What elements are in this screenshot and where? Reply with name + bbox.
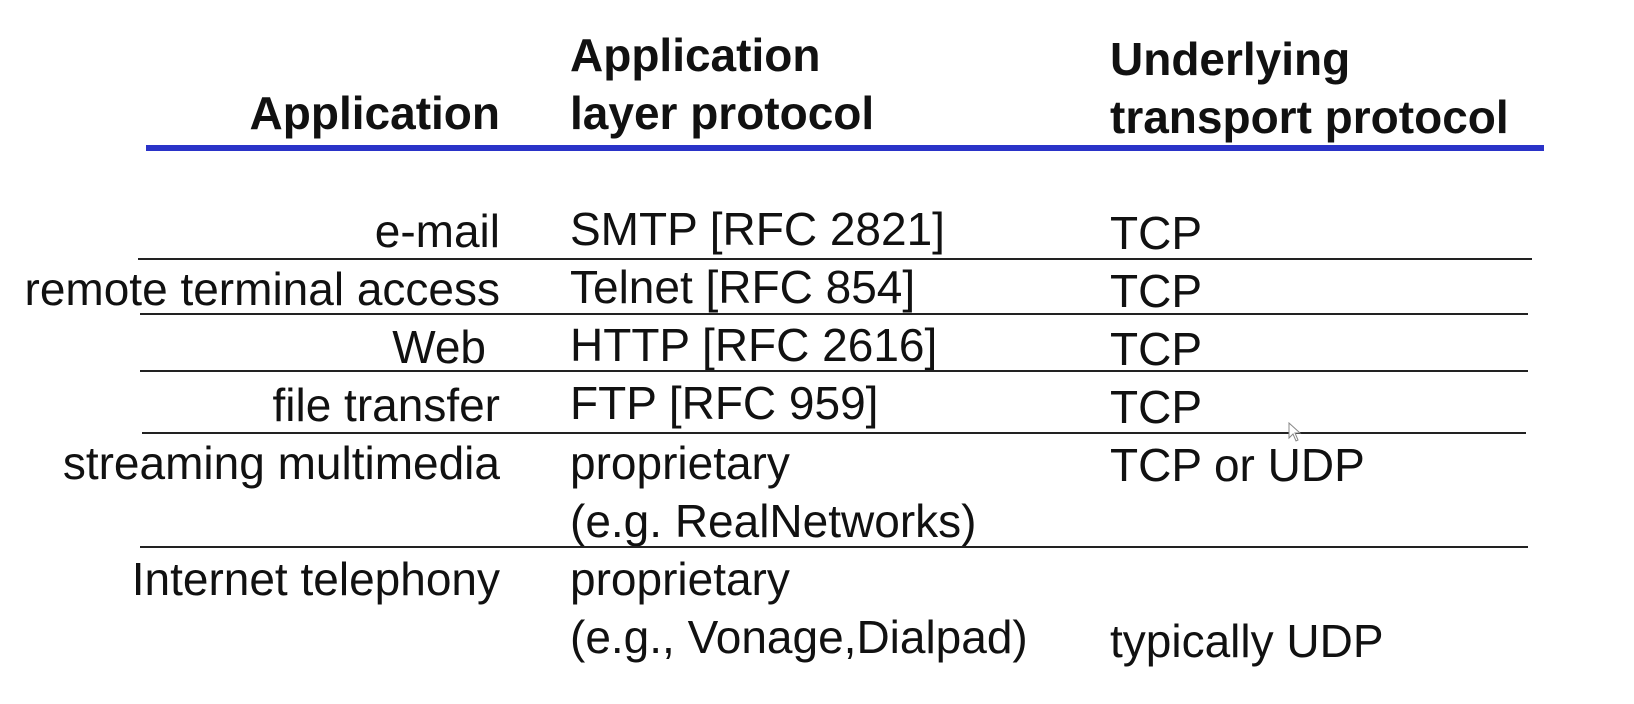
row-streaming-protocol-line2: (e.g. RealNetworks) bbox=[570, 495, 977, 547]
row-divider bbox=[142, 432, 1526, 434]
row-divider bbox=[140, 313, 1528, 315]
row-streaming-application: streaming multimedia bbox=[62, 437, 500, 489]
row-ftp-application: file transfer bbox=[272, 379, 500, 431]
row-web-protocol: HTTP [RFC 2616] bbox=[570, 319, 938, 371]
header-transport-line1: Underlying bbox=[1110, 33, 1351, 85]
mouse-pointer-icon bbox=[1288, 422, 1302, 442]
row-email-protocol: SMTP [RFC 2821] bbox=[570, 203, 945, 255]
row-divider bbox=[140, 370, 1528, 372]
row-divider bbox=[140, 546, 1528, 548]
row-telephony-application: Internet telephony bbox=[131, 553, 500, 605]
row-telephony-protocol-line2: (e.g., Vonage,Dialpad) bbox=[570, 611, 1028, 663]
row-ftp-protocol: FTP [RFC 959] bbox=[570, 377, 879, 429]
row-remote-protocol: Telnet [RFC 854] bbox=[570, 261, 916, 313]
header-app-protocol-line1: Application bbox=[570, 29, 821, 81]
header-rule bbox=[146, 145, 1544, 151]
header-transport-line2: transport protocol bbox=[1110, 91, 1509, 143]
row-web-transport: TCP bbox=[1110, 323, 1202, 375]
row-telephony-protocol-line1: proprietary bbox=[570, 553, 790, 605]
row-email-transport: TCP bbox=[1110, 207, 1202, 259]
row-web-application: Web bbox=[392, 321, 486, 373]
row-streaming-protocol-line1: proprietary bbox=[570, 437, 790, 489]
header-app-protocol-line2: layer protocol bbox=[570, 87, 875, 139]
row-divider bbox=[138, 258, 1532, 260]
header-application: Application bbox=[249, 87, 500, 139]
row-streaming-transport: TCP or UDP bbox=[1110, 439, 1365, 491]
row-remote-transport: TCP bbox=[1110, 265, 1202, 317]
row-remote-application: remote terminal access bbox=[24, 263, 501, 315]
row-ftp-transport: TCP bbox=[1110, 381, 1202, 433]
row-email-application: e-mail bbox=[374, 205, 500, 257]
row-telephony-transport: typically UDP bbox=[1110, 615, 1384, 667]
